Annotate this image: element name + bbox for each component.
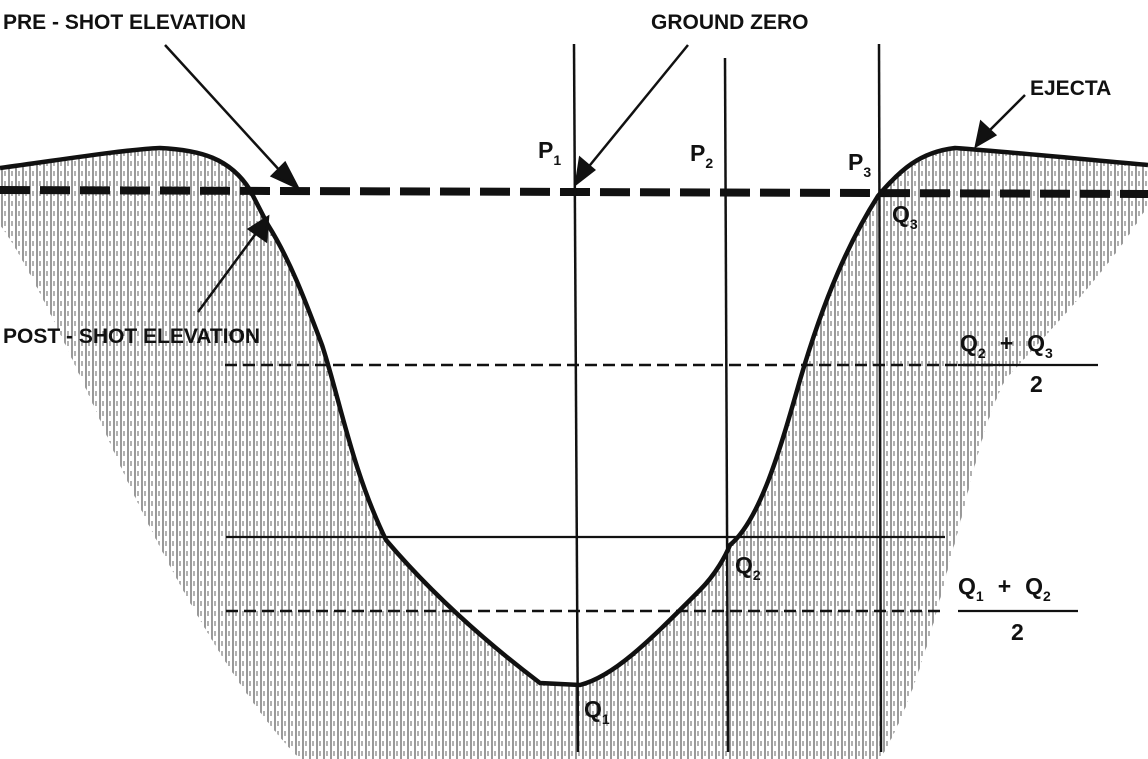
vertical-line-p1	[572, 43, 580, 753]
point-q1-label: Q1	[584, 696, 610, 727]
point-p2-label: P2	[690, 140, 713, 171]
pre-shot-arrow	[164, 44, 301, 191]
vertical-line-p3	[877, 43, 883, 753]
fraction-upper-numerator: Q2+Q3	[960, 330, 1053, 361]
point-q3-label: Q3	[892, 201, 918, 232]
post-shot-elevation-label: POST - SHOT ELEVATION	[3, 325, 260, 348]
fraction-lower-denominator: 2	[1011, 619, 1024, 645]
post-shot-profile	[0, 145, 1148, 688]
soil-hatching	[0, 148, 1148, 759]
vertical-line-p2	[723, 57, 730, 753]
ejecta-arrow	[974, 94, 1026, 149]
ejecta-label: EJECTA	[1030, 77, 1111, 100]
fraction-upper-denominator: 2	[1030, 371, 1043, 397]
point-p1-label: P1	[538, 137, 561, 168]
ground-zero-label: GROUND ZERO	[651, 11, 809, 34]
ground-zero-arrow	[574, 44, 689, 187]
pre-shot-elevation-label: PRE - SHOT ELEVATION	[3, 11, 246, 34]
point-q2-label: Q2	[735, 552, 761, 583]
post-shot-arrow	[196, 214, 270, 313]
point-p3-label: P3	[848, 149, 871, 180]
fraction-lower-numerator: Q1+Q2	[958, 573, 1051, 604]
